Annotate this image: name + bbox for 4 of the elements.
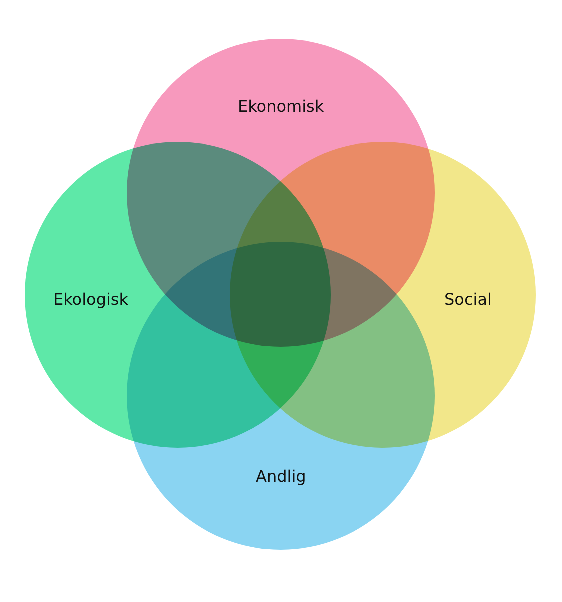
circle-label: Ekologisk	[54, 290, 129, 309]
circle-label: Social	[444, 290, 492, 309]
circle-label: Ekonomisk	[238, 96, 324, 116]
circle-label: Andlig	[256, 466, 306, 486]
